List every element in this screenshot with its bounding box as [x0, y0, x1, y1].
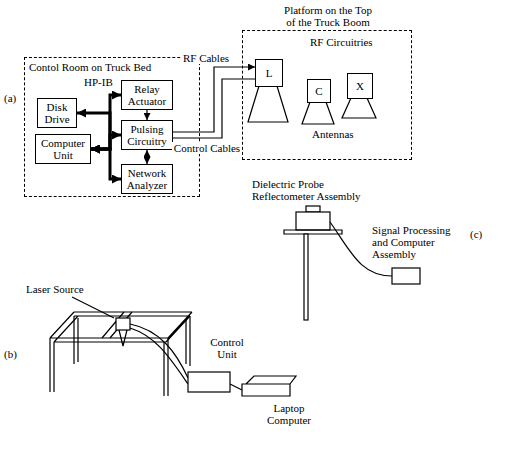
part-label: Antennas [312, 128, 354, 140]
component-box: Disk Drive [37, 98, 77, 128]
probe-plate [284, 230, 342, 234]
reflectometer-body [296, 212, 330, 230]
cable-connector [146, 150, 147, 164]
box-label: Pulsing Circuitry [125, 123, 169, 147]
part-label: Control Unit [206, 336, 248, 360]
control-unit-box [188, 372, 230, 392]
component-box: Network Analyzer [121, 164, 173, 194]
component-box: Pulsing Circuitry [121, 120, 173, 150]
box-label: C [315, 85, 322, 97]
part-label: HP-IB [84, 76, 113, 88]
probe-knob [306, 206, 320, 212]
part-label: Signal Processing and Computer Assembly [372, 224, 458, 260]
cable-label: RF Cables [181, 52, 231, 64]
part-label: RF Circuitries [310, 36, 373, 48]
probe-rod [304, 234, 308, 320]
antenna-horn [342, 98, 376, 118]
part-label: Dielectric Probe Reflectometer Assembly [252, 178, 376, 202]
region-heading: Platform on the Top of the Truck Boom [280, 4, 376, 28]
cable-label: Control Cables [172, 142, 242, 154]
bus-connector [91, 95, 121, 149]
box-label: Disk Drive [41, 101, 73, 125]
part-letter: (c) [470, 228, 482, 240]
component-box: C [307, 79, 331, 103]
component-box: Relay Actuator [121, 80, 173, 110]
carriage-rails [102, 312, 132, 338]
laser-head [116, 318, 130, 330]
laptop-symbol [242, 376, 296, 396]
leader-line [72, 297, 114, 318]
bus-connector [91, 135, 121, 149]
component-box: Computer Unit [35, 134, 91, 164]
signal-processor-box [392, 268, 420, 284]
part-label: Laptop Computer [262, 402, 316, 426]
laser-beam [119, 330, 127, 346]
part-label: Laser Source [26, 283, 84, 295]
component-box: L [255, 59, 283, 87]
box-label: X [356, 80, 364, 92]
region-outline: Platform on the Top of the Truck BoomLCX [242, 30, 412, 160]
gantry-legs [50, 316, 190, 396]
antenna-horn [302, 102, 334, 124]
box-label: Computer Unit [39, 137, 87, 161]
part-letter: (b) [4, 348, 17, 360]
region-heading: Contol Room on Truck Bed [29, 61, 151, 73]
bus-connector [91, 149, 121, 179]
part-letter: (a) [4, 92, 16, 104]
box-label: Relay Actuator [125, 83, 169, 107]
box-label: Network Analyzer [125, 167, 169, 191]
cable-connector [146, 110, 147, 120]
component-box: X [347, 73, 373, 99]
antenna-horn [248, 86, 288, 122]
box-label: L [266, 67, 273, 79]
